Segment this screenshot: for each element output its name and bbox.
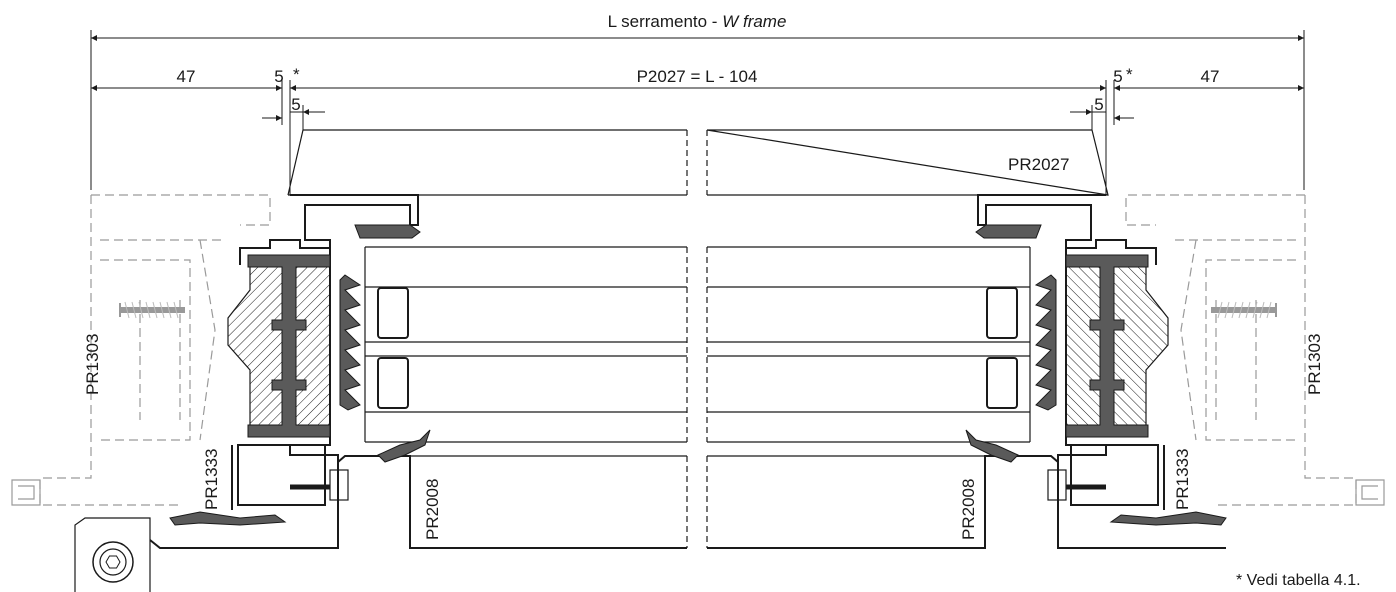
left-inner-dimension: 5: [291, 95, 300, 114]
right-gap-star-dimension: 5: [1113, 67, 1122, 86]
label-pr2008-left: PR2008: [423, 479, 442, 540]
label-pr1303-right: PR1303: [1305, 334, 1324, 395]
label-pr2027: PR2027: [1008, 155, 1069, 174]
left-hinge-icon: [74, 517, 151, 592]
left-star-marker: *: [293, 65, 300, 84]
label-pr2008-right: PR2008: [959, 479, 978, 540]
right-frame-assembly: [965, 194, 1385, 549]
left-frame-assembly: [11, 194, 431, 592]
top-profile-pr2027: [287, 129, 1109, 196]
label-pr1333-left: PR1333: [202, 449, 221, 510]
label-pr1333-right: PR1333: [1173, 449, 1192, 510]
center-dimension: P2027 = L - 104: [637, 67, 758, 86]
slats: [364, 246, 1031, 443]
left-bottom-screw-icon: [290, 469, 349, 501]
footnote: * Vedi tabella 4.1.: [1236, 572, 1361, 589]
bottom-profile-pr2008: [337, 455, 1059, 549]
overall-dimension-label: L serramento - W frame: [608, 12, 787, 31]
left-gap-star-dimension: 5: [274, 67, 283, 86]
dimension-lines: [90, 30, 1305, 195]
label-pr1303-left: PR1303: [83, 334, 102, 395]
right-star-marker: *: [1126, 65, 1133, 84]
left-outer-dimension: 47: [177, 67, 196, 86]
right-inner-dimension: 5: [1094, 95, 1103, 114]
right-outer-dimension: 47: [1201, 67, 1220, 86]
left-screw-icon: [119, 301, 185, 319]
